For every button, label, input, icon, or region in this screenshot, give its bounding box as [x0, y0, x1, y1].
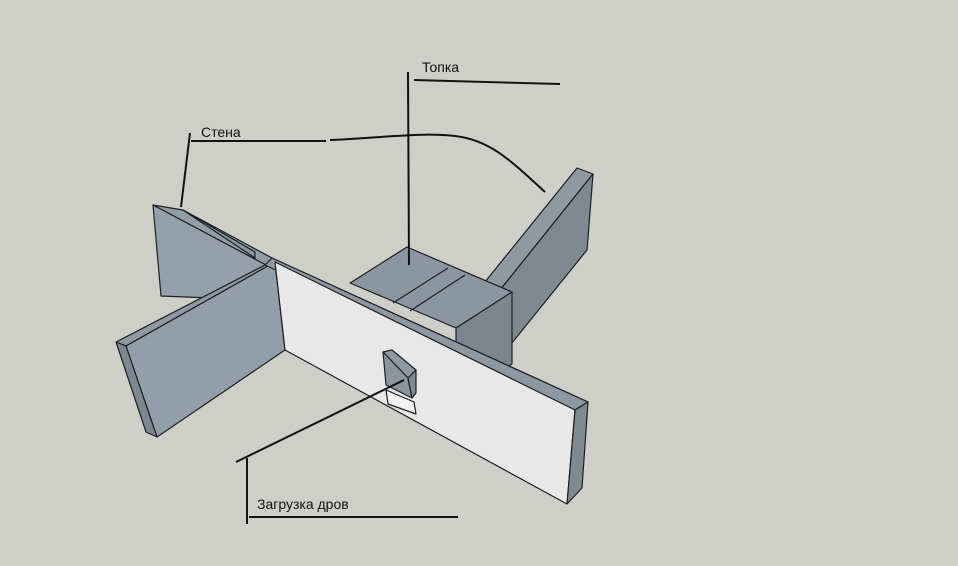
firewood-leader	[235, 379, 405, 463]
leader-lines	[180, 71, 561, 524]
main-front-wall	[264, 257, 589, 505]
wall-leader-curve	[329, 133, 546, 193]
firebox-leader	[407, 71, 410, 266]
firebox-label: Топка	[422, 59, 459, 75]
left-front-wall	[115, 261, 286, 438]
wall-label: Стена	[201, 124, 241, 140]
firewood-loading-label: Загрузка дров	[257, 496, 349, 512]
firebox-underline	[413, 79, 561, 85]
left-back-wall	[152, 204, 273, 301]
wall-leader	[180, 132, 191, 208]
